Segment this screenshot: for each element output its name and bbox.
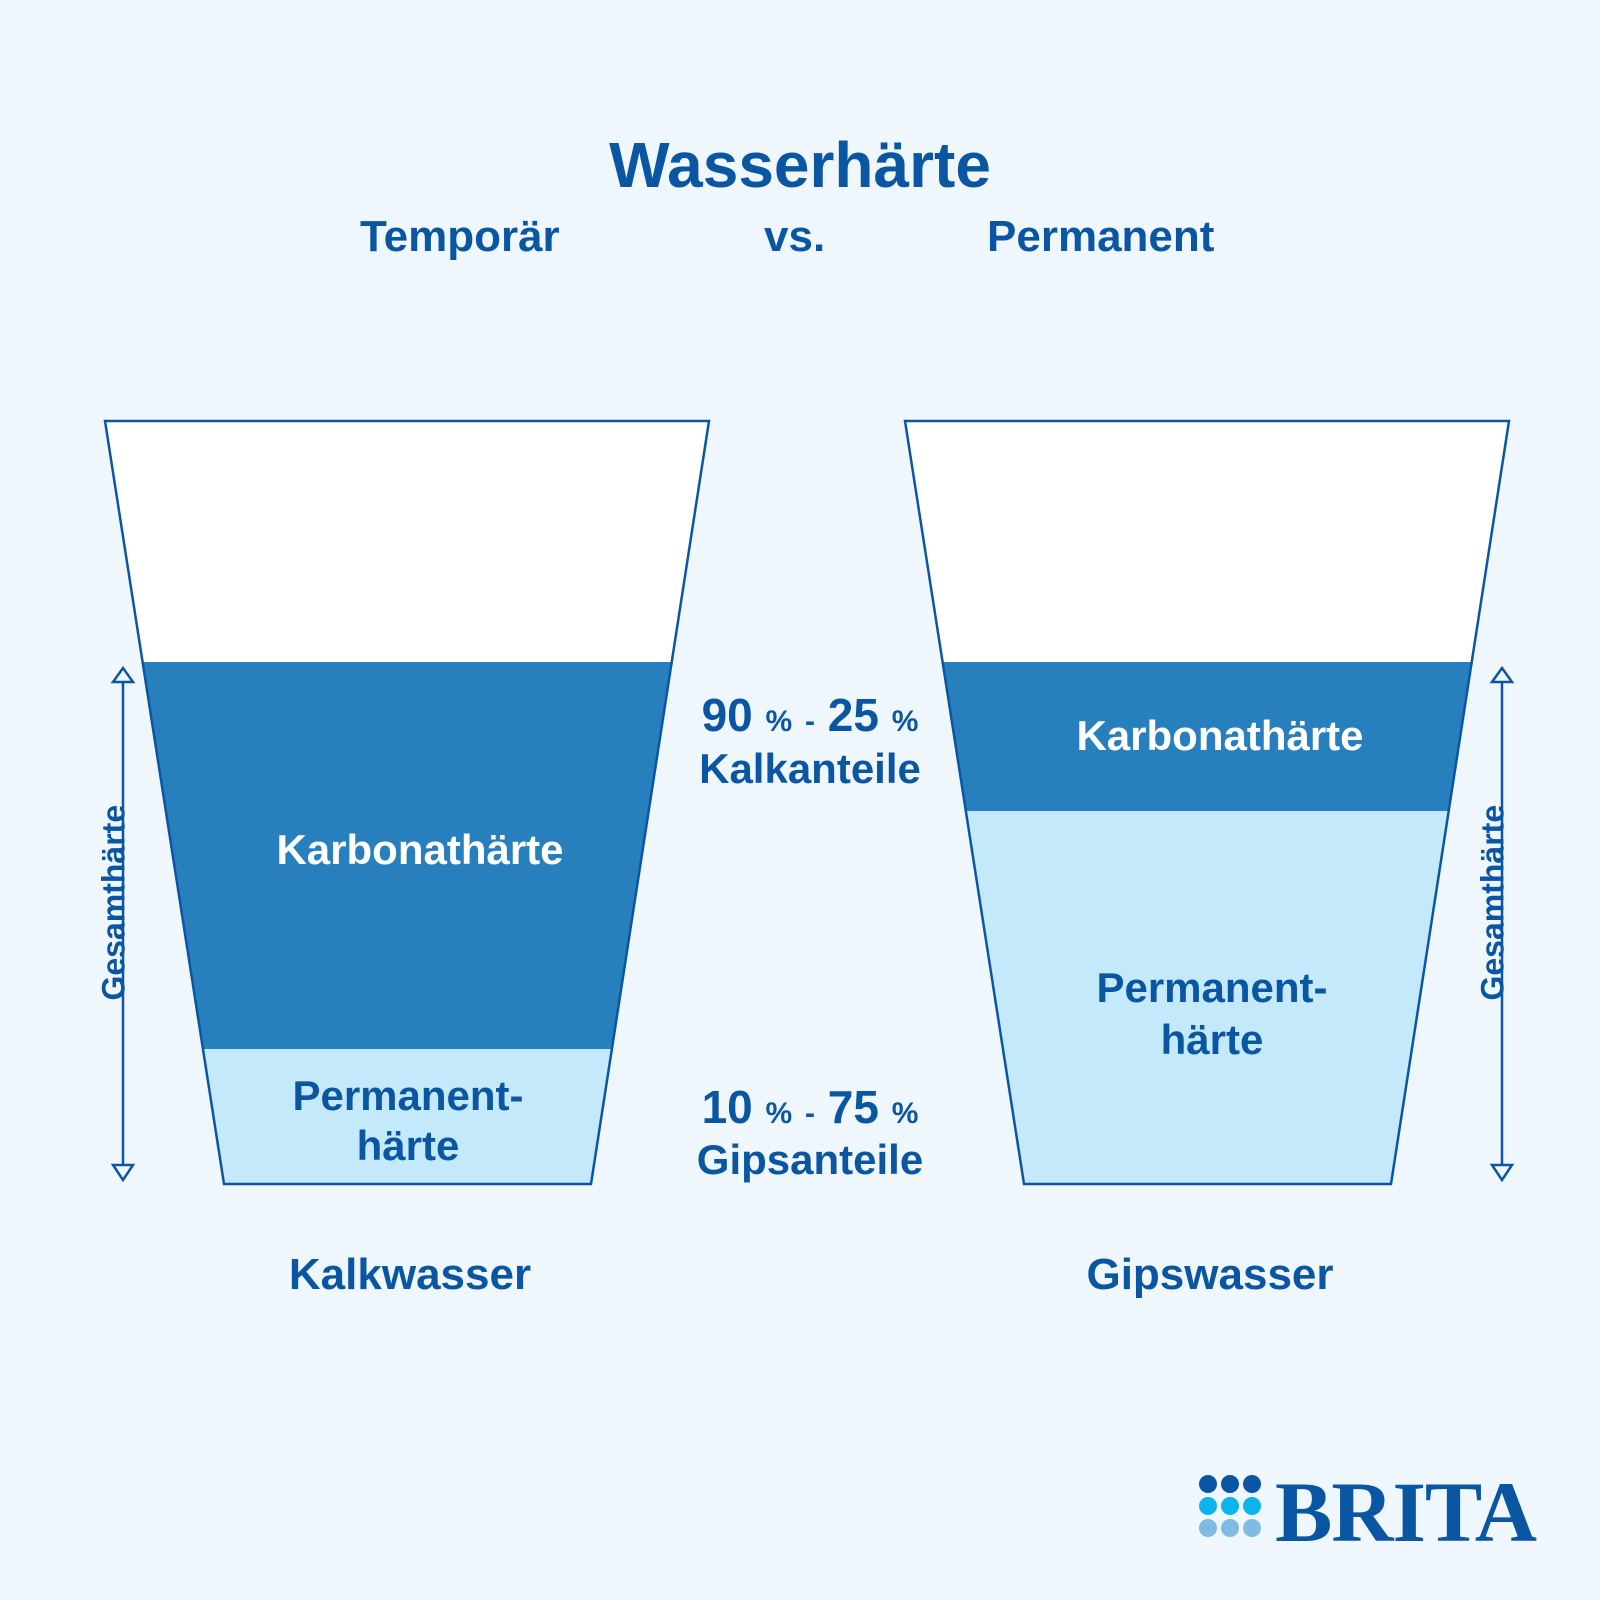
left-double-arrow-icon xyxy=(110,665,136,1183)
brita-logo: BRITA xyxy=(1275,1464,1537,1560)
kalk-label: Kalkanteile xyxy=(699,745,921,792)
left-glass xyxy=(103,419,711,1186)
right-karbonat-label: Karbonathärte xyxy=(1076,712,1364,759)
left-permanent-label-line1: Permanent- xyxy=(292,1072,524,1119)
left-caption: Kalkwasser xyxy=(288,1250,532,1299)
right-glass-outline xyxy=(903,419,1511,1186)
permanent-label: Permanent xyxy=(987,212,1215,261)
temporary-label: Temporär xyxy=(360,212,560,261)
page-title: Wasserhärte xyxy=(609,129,991,201)
gips-percentage: 10 % - 75 % xyxy=(701,1081,919,1133)
right-permanent-layer xyxy=(966,811,1449,1184)
right-caption: Gipswasser xyxy=(1086,1250,1334,1299)
right-double-arrow-icon xyxy=(1489,665,1515,1183)
vs-label: vs. xyxy=(764,212,826,261)
left-permanent-label-line2: härte xyxy=(356,1122,460,1169)
right-permanent-label-line2: härte xyxy=(1160,1016,1264,1063)
left-permanent-label: Permanent- härte xyxy=(208,1071,608,1171)
left-axis-label: Gesamthärte xyxy=(95,804,132,1001)
gips-label: Gipsanteile xyxy=(696,1136,924,1183)
right-glass xyxy=(903,419,1511,1186)
right-axis-label: Gesamthärte xyxy=(1474,804,1511,1001)
right-permanent-label: Permanent- härte xyxy=(1012,962,1412,1066)
left-permanent-layer xyxy=(203,1049,612,1184)
brita-logo-dots-icon xyxy=(1199,1475,1261,1537)
right-karbonat-layer xyxy=(943,662,1472,811)
kalk-percentage: 90 % - 25 % xyxy=(701,689,919,741)
left-karbonat-label: Karbonathärte xyxy=(276,826,564,873)
left-glass-outline xyxy=(103,419,711,1186)
left-karbonat-layer xyxy=(143,662,672,1049)
right-permanent-label-line1: Permanent- xyxy=(1096,964,1328,1011)
